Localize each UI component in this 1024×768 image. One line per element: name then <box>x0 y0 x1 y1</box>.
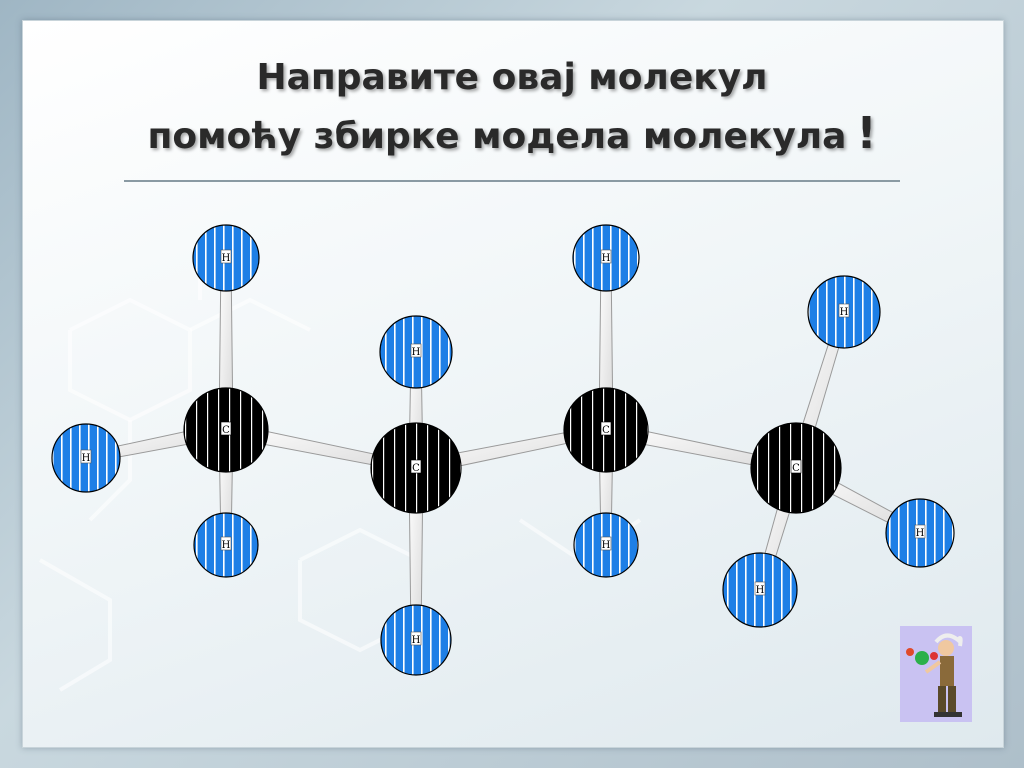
atom-label-h7: H <box>602 540 611 551</box>
atom-label-h8: H <box>840 307 849 318</box>
title-exclamation: ! <box>856 108 877 159</box>
atom-label-c4: C <box>792 463 800 474</box>
atom-label-h2: H <box>82 453 91 464</box>
title-line-2: помоћу збирке модела молекула <box>147 116 847 157</box>
hydrogen-atom-h4: H <box>379 315 453 389</box>
carbon-atom-c1: C <box>183 387 269 473</box>
hydrogen-atom-h5: H <box>380 604 452 676</box>
hydrogen-atom-h7: H <box>573 512 639 578</box>
title-underline <box>124 180 900 182</box>
hydrogen-atom-h8: H <box>807 275 881 349</box>
carbon-atom-c3: C <box>563 387 649 473</box>
atom-label-h10: H <box>756 585 765 596</box>
atom-label-h9: H <box>916 528 925 539</box>
slide <box>22 20 1004 748</box>
atom-label-h1: H <box>222 253 231 264</box>
atom-label-c2: C <box>412 463 420 474</box>
atom-label-c1: C <box>222 425 230 436</box>
hydrogen-atom-h10: H <box>722 552 798 628</box>
atom-label-h3: H <box>222 540 231 551</box>
hydrogen-atom-h2: H <box>51 423 121 493</box>
atom-label-h5: H <box>412 635 421 646</box>
hydrogen-atom-h9: H <box>885 498 955 568</box>
title-line-1: Направите овај молекул <box>256 57 768 98</box>
hydrogen-atom-h1: H <box>192 224 260 292</box>
carbon-atom-c4: C <box>750 422 842 514</box>
atom-label-h6: H <box>602 253 611 264</box>
slide-title: Направите овај молекул помоћу збирке мод… <box>0 50 1024 165</box>
hydrogen-atom-h6: H <box>572 224 640 292</box>
carbon-atom-c2: C <box>370 422 462 514</box>
hydrogen-atom-h3: H <box>193 512 259 578</box>
atom-label-h4: H <box>412 347 421 358</box>
scientist-juggling-icon <box>900 626 972 722</box>
atom-label-c3: C <box>602 425 610 436</box>
